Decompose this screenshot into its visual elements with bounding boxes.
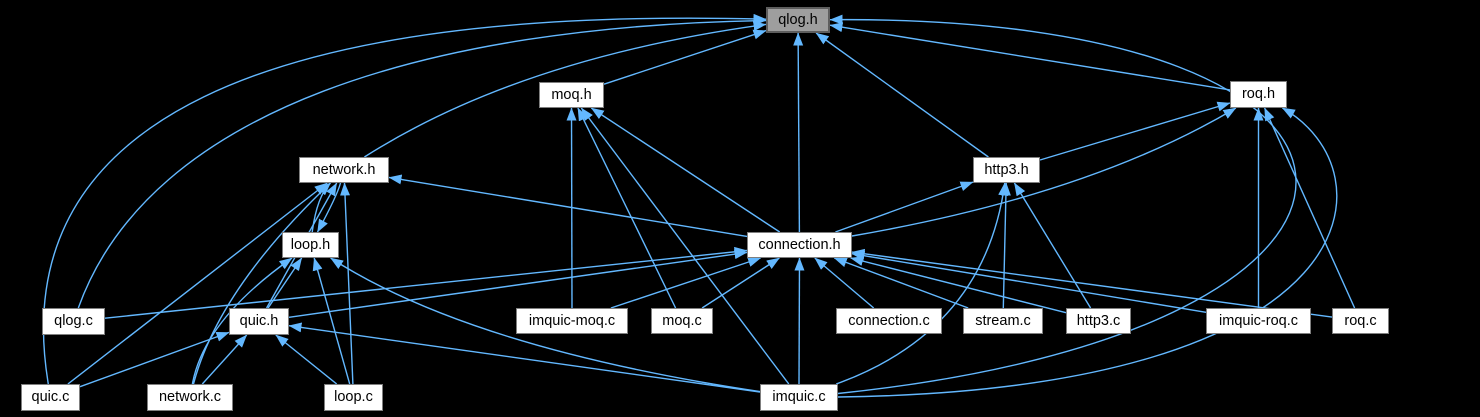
edge-imquic_c-to-moq_h [580, 107, 790, 385]
edge-quic_c-to-network_h [67, 182, 328, 385]
edge-connection_h-to-roq_h [851, 107, 1237, 237]
edge-loop_c-to-quic_h [275, 334, 338, 385]
node-http3-c[interactable]: http3.c [1066, 308, 1131, 334]
edge-quic_c-to-quic_h [79, 331, 230, 388]
edge-qlog_c-to-qlog_h [77, 15, 767, 309]
edge-stream_c-to-http3_h [1000, 182, 1011, 309]
edge-network_c-to-quic_h [201, 334, 248, 385]
edge-imquic_c-to-connection_h [794, 257, 805, 385]
edge-http3_c-to-http3_h [1013, 182, 1092, 309]
edge-group [42, 13, 1356, 398]
edge-connection_h-to-qlog_h [793, 32, 804, 233]
edge-connection_h-to-network_h [388, 174, 748, 238]
edge-connection_h-to-http3_h [835, 181, 974, 233]
edge-connection_c-to-connection_h [814, 257, 875, 309]
node-quic-h[interactable]: quic.h [229, 308, 289, 335]
edge-network_c-to-network_h [192, 182, 331, 385]
edge-roq_h-to-qlog_h [829, 22, 1231, 91]
edge-imquic_moq_c-to-connection_h [610, 257, 762, 309]
node-connection-h[interactable]: connection.h [747, 232, 852, 258]
edge-connection_h-to-moq_h [590, 107, 781, 233]
edge-imquic_c-to-qlog_h [829, 14, 1297, 395]
node-connection-c[interactable]: connection.c [836, 308, 942, 334]
edge-imquic_c-to-loop_h [330, 257, 761, 393]
node-quic-c[interactable]: quic.c [21, 384, 80, 411]
edge-imquic_c-to-http3_h [835, 182, 1009, 385]
edge-http3_h-to-roq_h [1039, 101, 1231, 161]
node-network-h[interactable]: network.h [299, 157, 389, 183]
node-imquic-moq-c[interactable]: imquic-moq.c [516, 308, 628, 334]
node-loop-h[interactable]: loop.h [282, 232, 339, 258]
node-imquic-roq-c[interactable]: imquic-roq.c [1206, 308, 1311, 334]
edge-network_h-to-qlog_h [364, 21, 767, 158]
node-roq-c[interactable]: roq.c [1332, 308, 1389, 334]
edge-loop_c-to-loop_h [312, 257, 351, 385]
node-qlog-c[interactable]: qlog.c [42, 308, 105, 335]
edge-imquic_roq_c-to-connection_h [851, 250, 1207, 313]
node-network-c[interactable]: network.c [147, 384, 233, 411]
edge-http3_h-to-qlog_h [815, 32, 989, 158]
edge-loop_c-to-network_h [340, 182, 354, 385]
edge-imquic_c-to-roq_h [837, 107, 1338, 398]
node-moq-c[interactable]: moq.c [651, 308, 713, 334]
node-loop-c[interactable]: loop.c [324, 384, 383, 411]
node-stream-c[interactable]: stream.c [963, 308, 1043, 334]
edge-network_c-to-loop_h [191, 257, 293, 385]
node-moq-h[interactable]: moq.h [539, 82, 604, 108]
edge-imquic_c-to-quic_h [288, 322, 761, 393]
edge-network_h-to-loop_h [316, 182, 342, 233]
edge-qlog_c-to-connection_h [104, 246, 748, 319]
edge-moq_c-to-moq_h [577, 107, 677, 309]
edge-moq_h-to-qlog_h [603, 29, 767, 85]
edge-stream_c-to-connection_h [833, 257, 969, 309]
node-imquic-c[interactable]: imquic.c [760, 384, 838, 411]
edge-quic_h-to-loop_h [267, 257, 303, 309]
edge-roq_c-to-connection_h [851, 248, 1333, 318]
edge-http3_c-to-connection_h [850, 256, 1067, 314]
node-roq-h[interactable]: roq.h [1230, 81, 1287, 108]
edge-moq_c-to-connection_h [701, 257, 780, 309]
edge-quic_h-to-connection_h [288, 249, 748, 318]
node-http3-h[interactable]: http3.h [973, 157, 1040, 183]
edge-quic_c-to-qlog_h [42, 13, 767, 385]
edge-roq_c-to-roq_h [1263, 107, 1356, 309]
node-qlog-h: qlog.h [766, 7, 830, 33]
